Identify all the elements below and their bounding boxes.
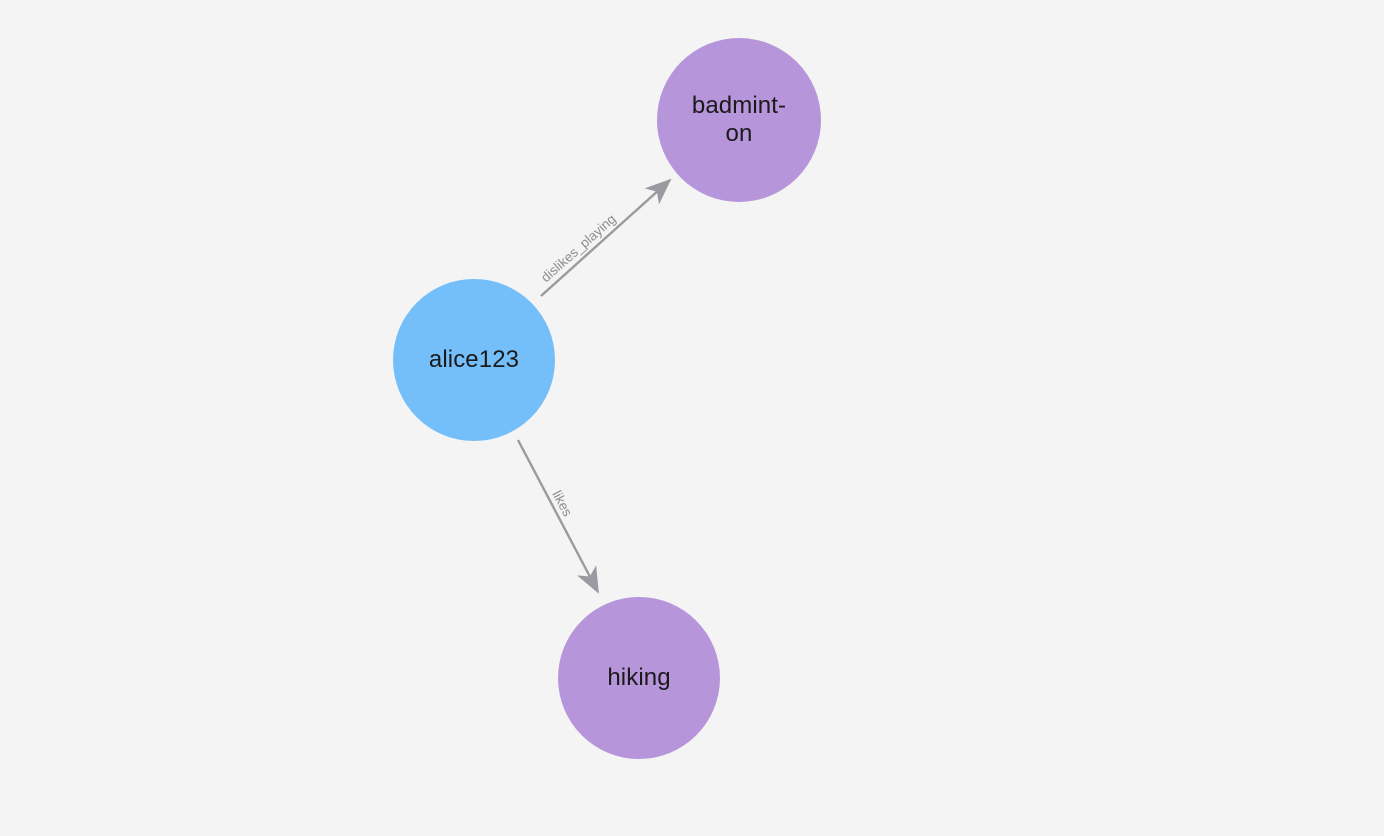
graph-node-badminton[interactable]: badmint- on <box>657 38 821 202</box>
graph-node-hiking[interactable]: hiking <box>558 597 720 759</box>
edge-line-likes[interactable] <box>516 439 600 594</box>
graph-node-hiking-label: hiking <box>607 663 671 691</box>
graph-node-badminton-label: badmint- on <box>691 91 787 147</box>
graph-node-alice123-label: alice123 <box>428 345 520 373</box>
graph-node-alice123[interactable]: alice123 <box>393 279 555 441</box>
edge-line-dislikes-playing[interactable] <box>540 178 672 297</box>
